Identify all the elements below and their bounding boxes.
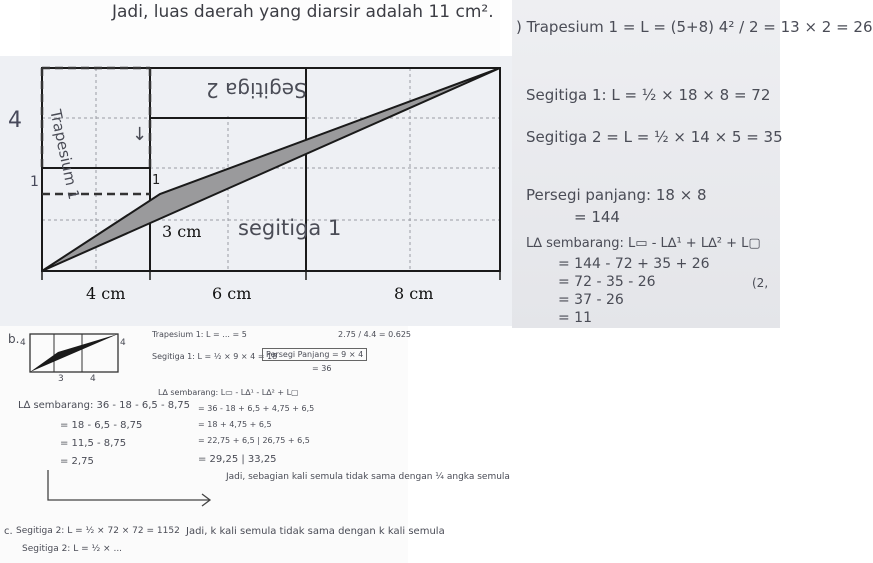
margin-note: (2, (752, 276, 769, 290)
note-line-8: = 72 - 35 - 26 (558, 274, 656, 290)
sketch-label-2: 4 (120, 338, 126, 348)
width-label-3cm: 3 cm (162, 222, 202, 241)
side-label-4: 4 (8, 108, 22, 133)
right-calc-5: = 29,25 | 33,25 (198, 454, 277, 465)
c-line-2: Segitiga 2: L = ½ × ... (22, 544, 123, 554)
note-line-5: = 144 (574, 208, 620, 226)
sketch-label-4: 4 (90, 374, 96, 384)
right-calc-3: = 18 + 4,75 + 6,5 (198, 420, 272, 429)
point-label-1: 1 (152, 173, 161, 188)
shaded-triangle (41, 67, 501, 272)
small-sketch-diagram (29, 333, 119, 373)
label-c: c. (4, 526, 13, 537)
arrow-line (47, 470, 212, 507)
header-segitiga: Segitiga 1: L = ½ × 9 × 4 = 18 (152, 352, 278, 361)
diagram-photo: 4 1 1 Trapesium 1 ↓ Segitiga 2 segitiga … (0, 56, 516, 326)
header-trapesium: Trapesium 1: L = ... = 5 (152, 330, 247, 339)
label-segitiga-1: segitiga 1 (238, 216, 342, 240)
top-note-text: Jadi, luas daerah yang diarsir adalah 11… (112, 2, 494, 22)
note-line-4: Persegi panjang: 18 × 8 (526, 186, 707, 204)
left-calc-3: = 11,5 - 8,75 (60, 438, 127, 449)
header-fraction: 2.75 / 4.4 = 0.625 (338, 330, 412, 339)
left-calc-2: = 18 - 6,5 - 8,75 (60, 420, 143, 431)
right-notes-photo: ) Trapesium 1 = L = (5+8) 4² / 2 = 13 × … (512, 0, 873, 328)
c-line-1: Segitiga 2: L = ½ × 72 × 72 = 1152 (16, 526, 180, 536)
bottom-label-6cm: 6 cm (212, 284, 252, 303)
sketch-label-1: 4 (20, 338, 26, 348)
top-note-strip: Jadi, luas daerah yang diarsir adalah 11… (40, 0, 500, 56)
note-line-9: = 37 - 26 (558, 292, 624, 308)
geometry-diagram (0, 56, 516, 326)
left-calc-4: = 2,75 (60, 456, 94, 467)
header-persegi-result: = 36 (312, 364, 332, 373)
note-line-7: = 144 - 72 + 35 + 26 (558, 256, 710, 272)
bottom-label-4cm: 4 cm (86, 284, 126, 303)
note-line-3: Segitiga 2 = L = ½ × 14 × 5 = 35 (526, 128, 783, 146)
side-label-1: 1 (30, 174, 39, 190)
conclusion-b: Jadi, sebagian kali semula tidak sama de… (226, 472, 510, 482)
right-calc-1: L∆ sembarang: L▭ - L∆¹ - L∆² + L▢ (158, 388, 299, 397)
sketch-label-3: 3 (58, 374, 64, 384)
right-calc-4: = 22,75 + 6,5 | 26,75 + 6,5 (198, 436, 310, 445)
right-calc-2: = 36 - 18 + 6,5 + 4,75 + 6,5 (198, 404, 315, 413)
note-line-10: = 11 (558, 310, 592, 326)
left-calc-1: L∆ sembarang: 36 - 18 - 6,5 - 8,75 (18, 400, 191, 411)
conclusion-c: Jadi, k kali semula tidak sama dengan k … (186, 526, 445, 537)
label-segitiga-2: Segitiga 2 (206, 78, 307, 102)
label-b: b. (8, 332, 20, 346)
bottom-notes-photo: b. 4 4 3 4 Trapesium 1: L = ... = 5 Segi… (0, 326, 510, 563)
bottom-label-8cm: 8 cm (394, 284, 434, 303)
trapesium-arrow: ↓ (132, 124, 148, 145)
note-line-2: Segitiga 1: L = ½ × 18 × 8 = 72 (526, 86, 771, 104)
header-persegi: Persegi Panjang = 9 × 4 (262, 348, 368, 361)
note-line-6: L∆ sembarang: L▭ - L∆¹ + L∆² + L▢ (526, 236, 761, 251)
note-line-1: ) Trapesium 1 = L = (5+8) 4² / 2 = 13 × … (516, 18, 873, 36)
